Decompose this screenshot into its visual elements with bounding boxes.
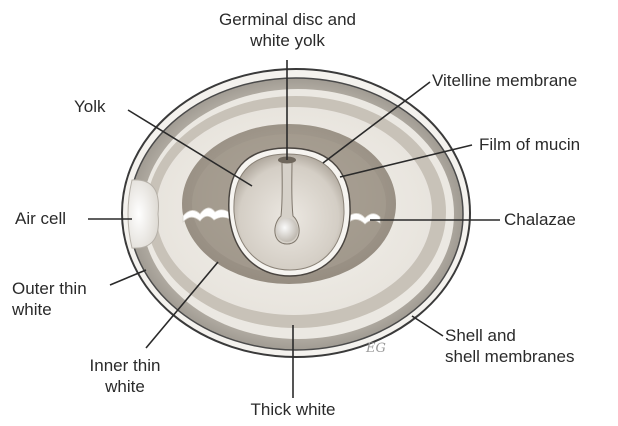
inner-thin-white-label: Inner thin white — [70, 355, 180, 397]
air-cell — [128, 180, 158, 248]
outer-thin-label-line1: Outer thin — [12, 278, 87, 299]
chalazae-label: Chalazae — [504, 209, 576, 230]
shell-leader — [412, 316, 443, 336]
yolk-label: Yolk — [74, 96, 106, 117]
vitelline-label: Vitelline membrane — [432, 70, 577, 91]
inner-thin-label-line1: Inner thin — [70, 355, 180, 376]
germinal-disc-label: Germinal disc and white yolk — [195, 9, 380, 51]
inner-thin-label-line2: white — [70, 376, 180, 397]
latebra-blob — [276, 218, 298, 242]
shell-label-line2: shell membranes — [445, 346, 574, 367]
shell-label-line1: Shell and — [445, 325, 574, 346]
outer-thin-label-line2: white — [12, 299, 87, 320]
artist-signature: EG — [366, 341, 386, 356]
germinal-disc-label-line1: Germinal disc and — [195, 9, 380, 30]
thick-white-label: Thick white — [233, 399, 353, 420]
film-of-mucin-label: Film of mucin — [479, 134, 580, 155]
shell-label: Shell and shell membranes — [445, 325, 574, 367]
air-cell-label: Air cell — [15, 208, 66, 229]
outer-thin-white-label: Outer thin white — [12, 278, 87, 320]
germinal-disc-label-line2: white yolk — [195, 30, 380, 51]
